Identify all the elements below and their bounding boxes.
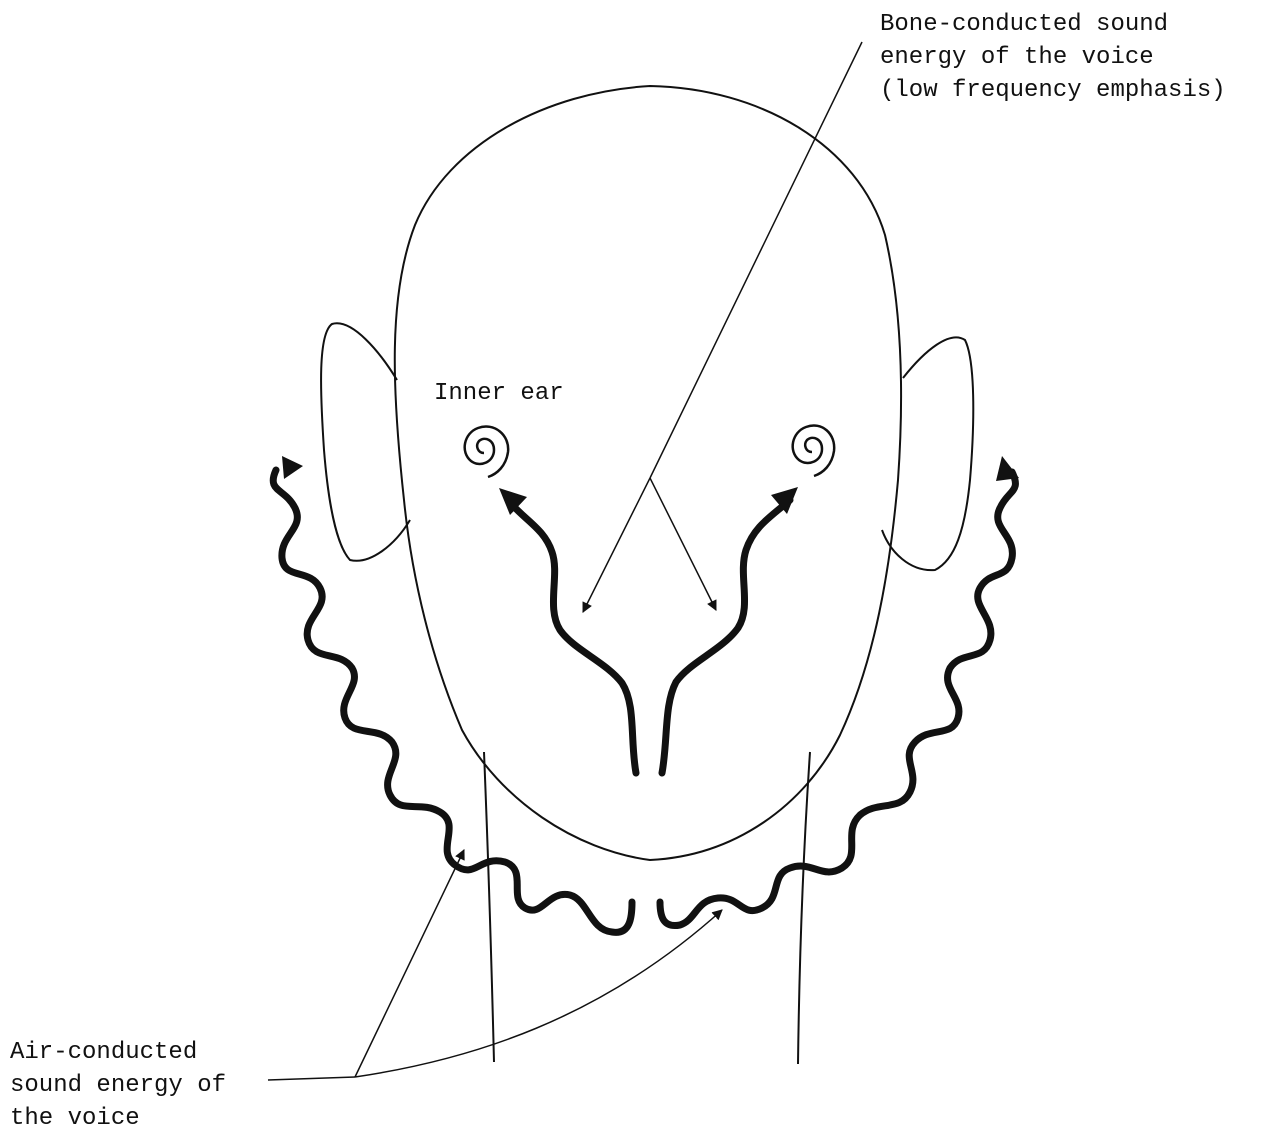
air-conduction-wave-right (660, 472, 1015, 926)
air-conducted-label-line-3: the voice (10, 1102, 226, 1135)
air-label-leader-right (355, 910, 722, 1077)
bone-conduction-wave-left (508, 500, 636, 773)
air-conducted-label-line-1: Air-conducted (10, 1036, 226, 1069)
bone-conducted-label-line-2: energy of the voice (880, 41, 1226, 74)
bone-label-leader-left (583, 478, 650, 612)
right-ear (882, 337, 973, 570)
air-conducted-label-line-2: sound energy of (10, 1069, 226, 1102)
air-conduction-arrowhead-left (282, 456, 303, 479)
air-label-leader-left (355, 850, 464, 1077)
air-conduction-wave-left (273, 470, 632, 932)
left-ear (321, 323, 410, 560)
bone-conducted-label: Bone-conducted sound energy of the voice… (880, 8, 1226, 107)
bone-label-leader-right (650, 478, 716, 610)
head-outline (395, 86, 901, 860)
inner-ear-label-text: Inner ear (434, 377, 564, 410)
neck-left-outline (484, 752, 494, 1062)
bone-conducted-label-line-3: (low frequency emphasis) (880, 74, 1226, 107)
bone-conducted-label-line-1: Bone-conducted sound (880, 8, 1226, 41)
neck-right-outline (798, 752, 810, 1064)
inner-ear-right-icon (793, 426, 835, 476)
inner-ear-left-icon (465, 427, 508, 477)
inner-ear-label: Inner ear (434, 377, 564, 410)
air-conducted-label: Air-conducted sound energy of the voice (10, 1036, 226, 1135)
air-label-leader-base (268, 1077, 355, 1080)
air-conduction-arrowhead-right (996, 456, 1019, 481)
